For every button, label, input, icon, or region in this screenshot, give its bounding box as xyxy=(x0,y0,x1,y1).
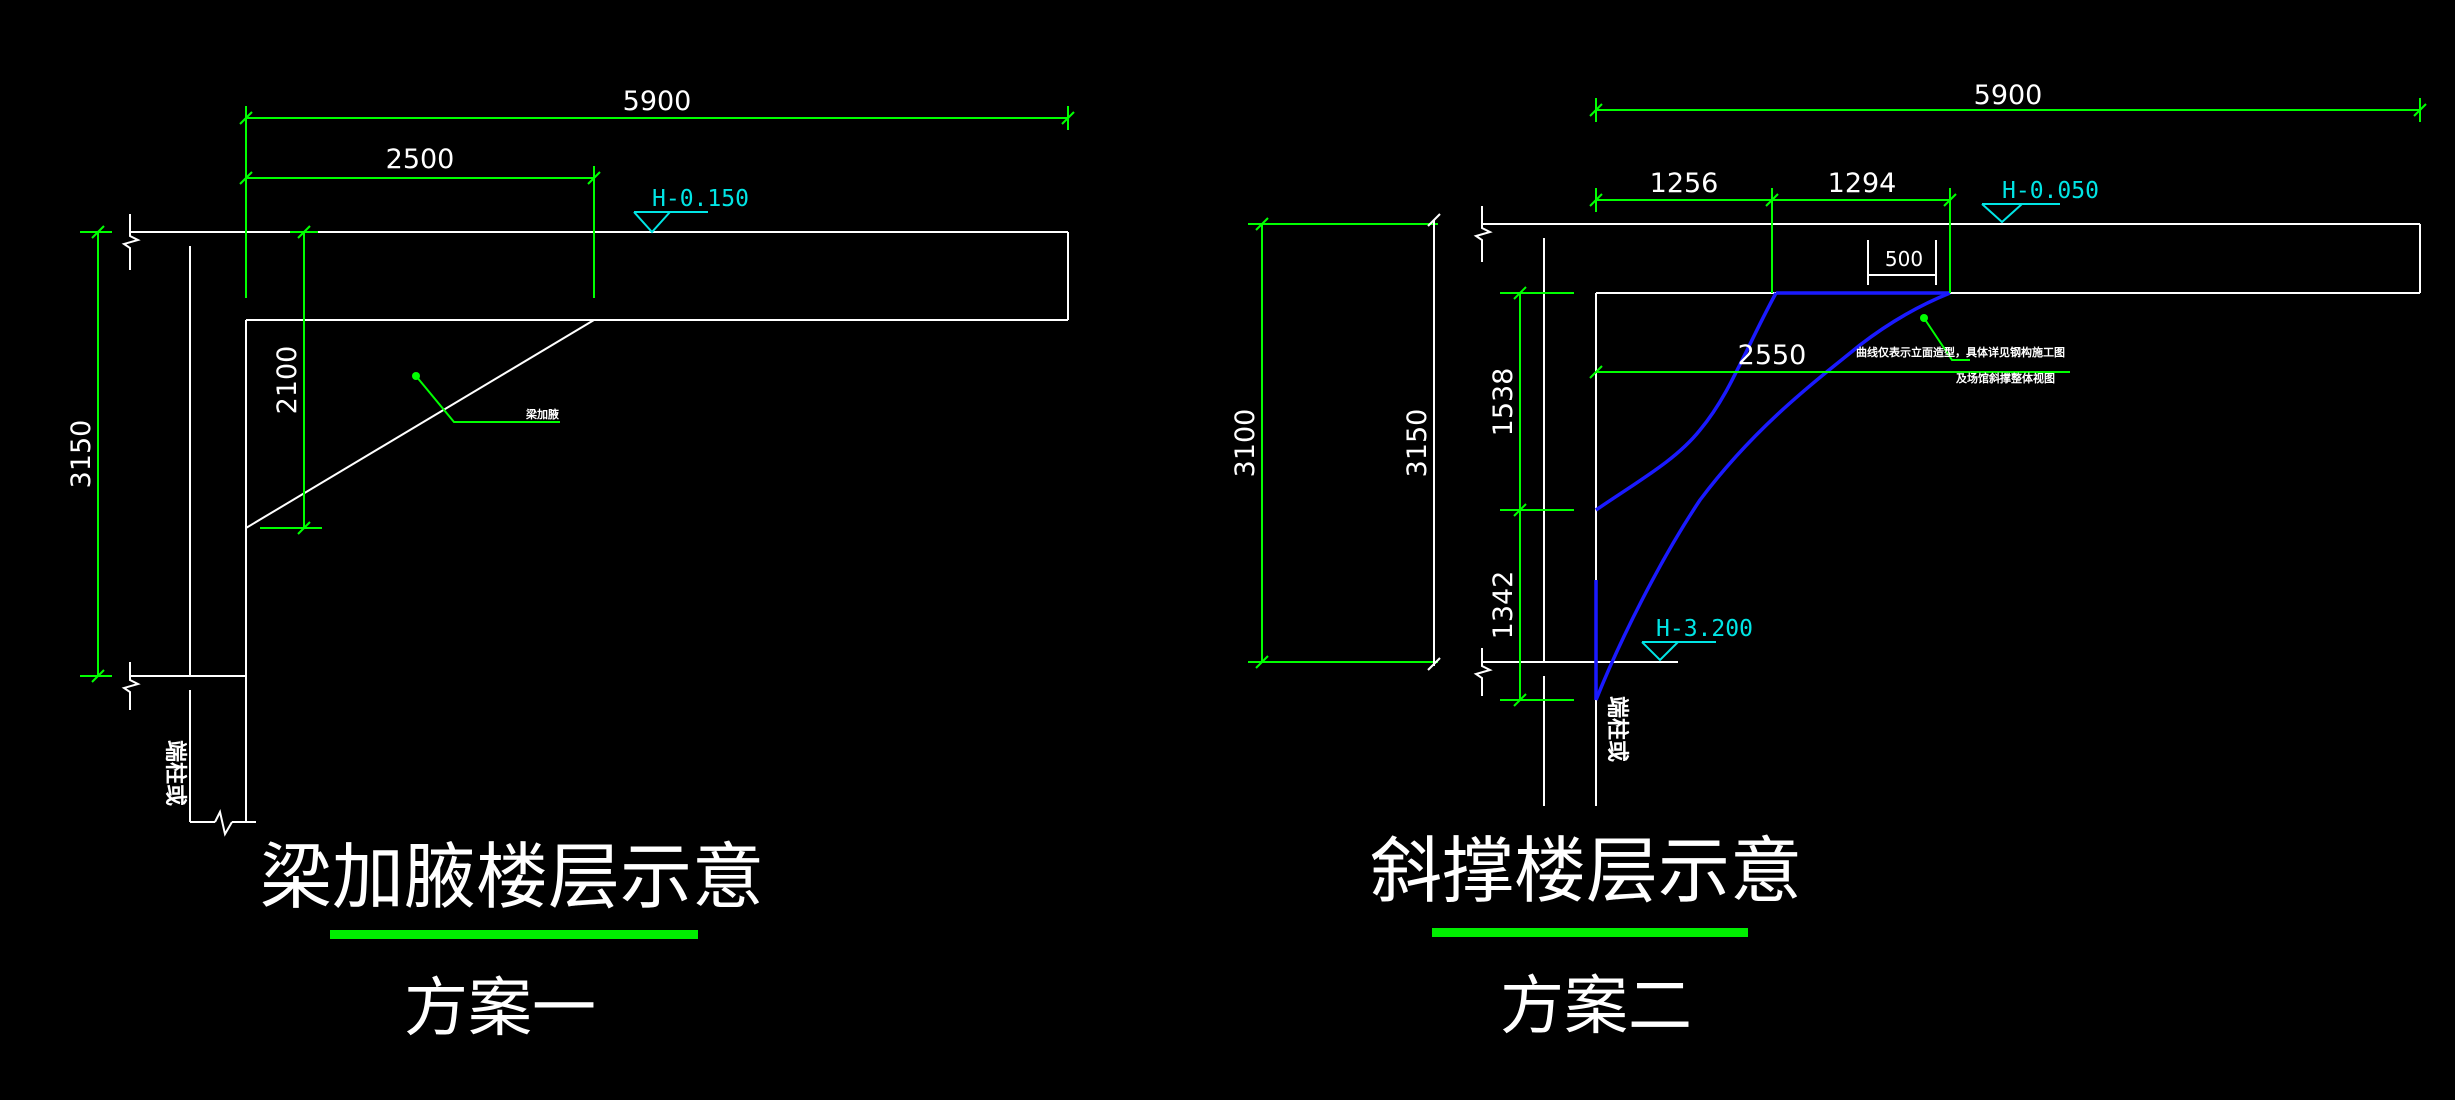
scheme-2-curved-braces xyxy=(1594,291,1951,701)
scheme-1-title: 梁加腋楼层示意 xyxy=(260,835,764,919)
scheme-2-subtitle: 方案二 xyxy=(1500,970,1692,1044)
scheme-2-dim-top-gap: 500 xyxy=(1885,247,1923,271)
scheme-1-dimensions xyxy=(80,106,1075,683)
scheme-2-note-line-1: 曲线仅表示立面造型，具体详见钢构施工图 xyxy=(1856,345,2065,359)
scheme-2-column-label: 端柱或 xyxy=(1604,696,1630,762)
scheme-2-drawing: 5900 1256 1294 500 2550 3100 3150 1538 1… xyxy=(1230,80,2427,1044)
scheme-1-dim-haunch-width: 2500 xyxy=(386,144,455,175)
scheme-1-subtitle: 方案一 xyxy=(404,972,596,1046)
scheme-2-dim-seg-lower: 1342 xyxy=(1488,571,1519,640)
scheme-2-dim-brace-reach: 2550 xyxy=(1738,340,1807,371)
scheme-1-dim-total-width: 5900 xyxy=(623,86,692,117)
scheme-1-elevation-label: H-0.150 xyxy=(652,186,749,212)
scheme-2-dim-height-outer: 3100 xyxy=(1230,409,1261,478)
scheme-2-dim-height-inner: 3150 xyxy=(1402,409,1433,478)
scheme-2-dim-seg-right: 1294 xyxy=(1828,168,1897,199)
scheme-2-dim-total-width: 5900 xyxy=(1974,80,2043,111)
scheme-2-note-line-2: 及场馆斜撑整体视图 xyxy=(1956,371,2055,385)
scheme-2-title-underline xyxy=(1432,928,1748,937)
scheme-2-dim-seg-upper: 1538 xyxy=(1488,368,1519,437)
scheme-1-title-underline xyxy=(330,930,698,939)
scheme-1-column-label: 端柱或 xyxy=(162,740,188,806)
scheme-1-haunch-note: 梁加腋 xyxy=(525,407,559,421)
scheme-1-drawing: 5900 2500 2100 3150 H-0.150 梁加腋 端柱或 梁加腋楼… xyxy=(66,86,1075,1046)
scheme-2-elevation-bottom-label: H-3.200 xyxy=(1656,616,1753,642)
scheme-1-dim-storey-height: 3150 xyxy=(66,420,97,489)
scheme-1-structure xyxy=(121,214,1069,837)
scheme-1-dim-haunch-height: 2100 xyxy=(272,346,303,415)
scheme-2-title: 斜撑楼层示意 xyxy=(1370,829,1802,913)
scheme-2-dimensions xyxy=(1248,98,2427,707)
scheme-2-elevation-markers xyxy=(1641,203,2060,662)
scheme-2-elevation-top-label: H-0.050 xyxy=(2002,178,2099,204)
scheme-2-dim-seg-left: 1256 xyxy=(1650,168,1719,199)
scheme-1-elevation-marker xyxy=(633,211,708,234)
